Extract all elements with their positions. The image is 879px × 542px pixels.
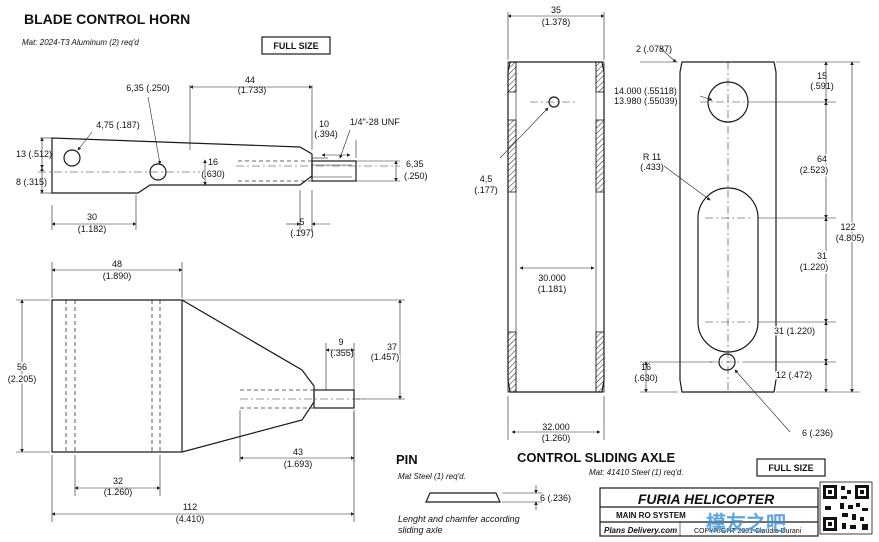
- dim-30-mm: 30: [87, 212, 97, 222]
- dim-10-mm: 10: [319, 119, 329, 129]
- full-size-label-2: FULL SIZE: [768, 463, 813, 473]
- axle-dim-32-mm: 32.000: [542, 422, 570, 432]
- watermark: 模友之吧: [706, 511, 786, 535]
- horn-top-view: [16, 262, 405, 522]
- axle-dim-45-in: (.177): [474, 185, 498, 195]
- dim-5-in: (.197): [290, 228, 314, 238]
- axle-dim-14-max: 14.000 (.55118): [614, 86, 677, 96]
- axle-dim-35-in: (1.378): [542, 17, 571, 27]
- horn-side-view: [38, 85, 400, 232]
- dim-475: 4,75 (.187): [96, 120, 140, 130]
- dim-44-in: (1.733): [238, 85, 267, 95]
- axle-dim-r11-in: (.433): [640, 162, 664, 172]
- pin-note-line2: sliding axle: [398, 525, 443, 535]
- dim-9-in: (.355): [330, 348, 354, 358]
- full-size-badge-2: [756, 458, 826, 477]
- dim-37-mm: 37: [387, 342, 397, 352]
- axle-dim-30-in: (1.181): [538, 284, 567, 294]
- dim-56-in: (2.205): [8, 374, 37, 384]
- dim-10-in: (.394): [314, 129, 338, 139]
- dim-635r-mm: 6,35: [406, 159, 424, 169]
- dim-43-mm: 43: [293, 447, 303, 457]
- thread-callout: 1/4"-28 UNF: [350, 117, 400, 127]
- axle-dim-32-in: (1.260): [542, 433, 571, 443]
- dim-13: 13 (.512): [16, 149, 52, 159]
- axle-dim-30-mm: 30.000: [538, 273, 566, 283]
- axle-dim-31-lower: 31 (1.220): [774, 326, 815, 336]
- plans-delivery: Plans Delivery.com: [604, 526, 677, 535]
- dim-30-in: (1.182): [78, 224, 107, 234]
- dim-48-mm: 48: [112, 259, 122, 269]
- axle-dim-64-mm: 64: [817, 154, 827, 164]
- axle-side-view: [640, 47, 860, 433]
- dim-112-mm: 112: [183, 502, 197, 512]
- axle-dim-64-in: (2.523): [800, 165, 829, 175]
- pin-dim-6: 6 (.236): [540, 493, 571, 503]
- axle-dim-45-mm: 4,5: [480, 174, 493, 184]
- dim-112-in: (4.410): [176, 514, 205, 524]
- axle-dim-r11: R 11: [643, 152, 661, 162]
- dim-32-mm: 32: [113, 476, 123, 486]
- axle-dim-15-in: (.591): [810, 81, 834, 91]
- axle-title: CONTROL SLIDING AXLE: [517, 450, 676, 465]
- title-block-row1: MAIN RO SYSTEM: [616, 511, 686, 520]
- dim-44-mm: 44: [245, 75, 255, 85]
- horn-threaded-stud: [311, 160, 357, 182]
- axle-dim-6: 6 (.236): [802, 428, 833, 438]
- full-size-badge-1: [261, 36, 331, 55]
- dim-37-in: (1.457): [371, 352, 400, 362]
- dim-8: 8 (.315): [16, 177, 47, 187]
- qr-code: [819, 481, 873, 535]
- horn-top-body: [51, 299, 315, 453]
- axle-dim-15-mm: 15: [817, 71, 827, 81]
- full-size-label-1: FULL SIZE: [273, 41, 318, 51]
- axle-pin-hole: [718, 353, 736, 371]
- pin-note-line1: Lenght and chamfer according: [398, 514, 520, 524]
- horn-side-body: [51, 137, 313, 194]
- dim-16-mm: 16: [208, 157, 218, 167]
- axle-dim-12: 12 (.472): [776, 370, 812, 380]
- axle-dim-31-in: (1.220): [800, 262, 829, 272]
- dim-635: 6,35 (.250): [126, 83, 170, 93]
- horn-title: BLADE CONTROL HORN: [24, 11, 190, 27]
- axle-side-body: [679, 61, 777, 393]
- axle-material: Mat: 41410 Steel (1) req'd.: [589, 468, 683, 477]
- brand-name: FURIA HELICOPTER: [638, 491, 775, 507]
- axle-dim-14-min: 13.980 (.55039): [614, 96, 678, 106]
- title-block: [599, 487, 819, 537]
- dim-48-in: (1.890): [103, 271, 132, 281]
- dim-5-mm: 5: [299, 217, 304, 227]
- horn-material: Mat: 2024-T3 Aluminum (2) req'd: [22, 38, 139, 47]
- pin-material: Mat Steel (1) req'd.: [398, 472, 466, 481]
- dim-32-in: (1.260): [104, 487, 133, 497]
- dim-9-mm: 9: [338, 337, 343, 347]
- dim-43-in: (1.693): [284, 459, 313, 469]
- axle-front-body: [507, 61, 605, 393]
- axle-dim-122-in: (4.805): [836, 233, 865, 243]
- axle-dim-35-mm: 35: [551, 5, 561, 15]
- copyright-text: COPYRIGHT 2001 Claudio Durani: [694, 528, 802, 535]
- pin-title: PIN: [396, 452, 418, 467]
- dim-56-mm: 56: [17, 362, 27, 372]
- dim-16-in: (.630): [201, 169, 225, 179]
- axle-dim-31-mm: 31: [817, 251, 827, 261]
- axle-dim-122-mm: 122: [840, 222, 855, 232]
- axle-dim-16-mm: 16: [641, 362, 651, 372]
- axle-dim-2: 2 (.0787): [636, 44, 672, 54]
- dim-635r-in: (.250): [404, 171, 428, 181]
- pin-profile: [425, 492, 501, 503]
- axle-dim-16-in: (.630): [634, 373, 658, 383]
- axle-front-view: [499, 12, 605, 440]
- horn-hole-small: [63, 149, 81, 167]
